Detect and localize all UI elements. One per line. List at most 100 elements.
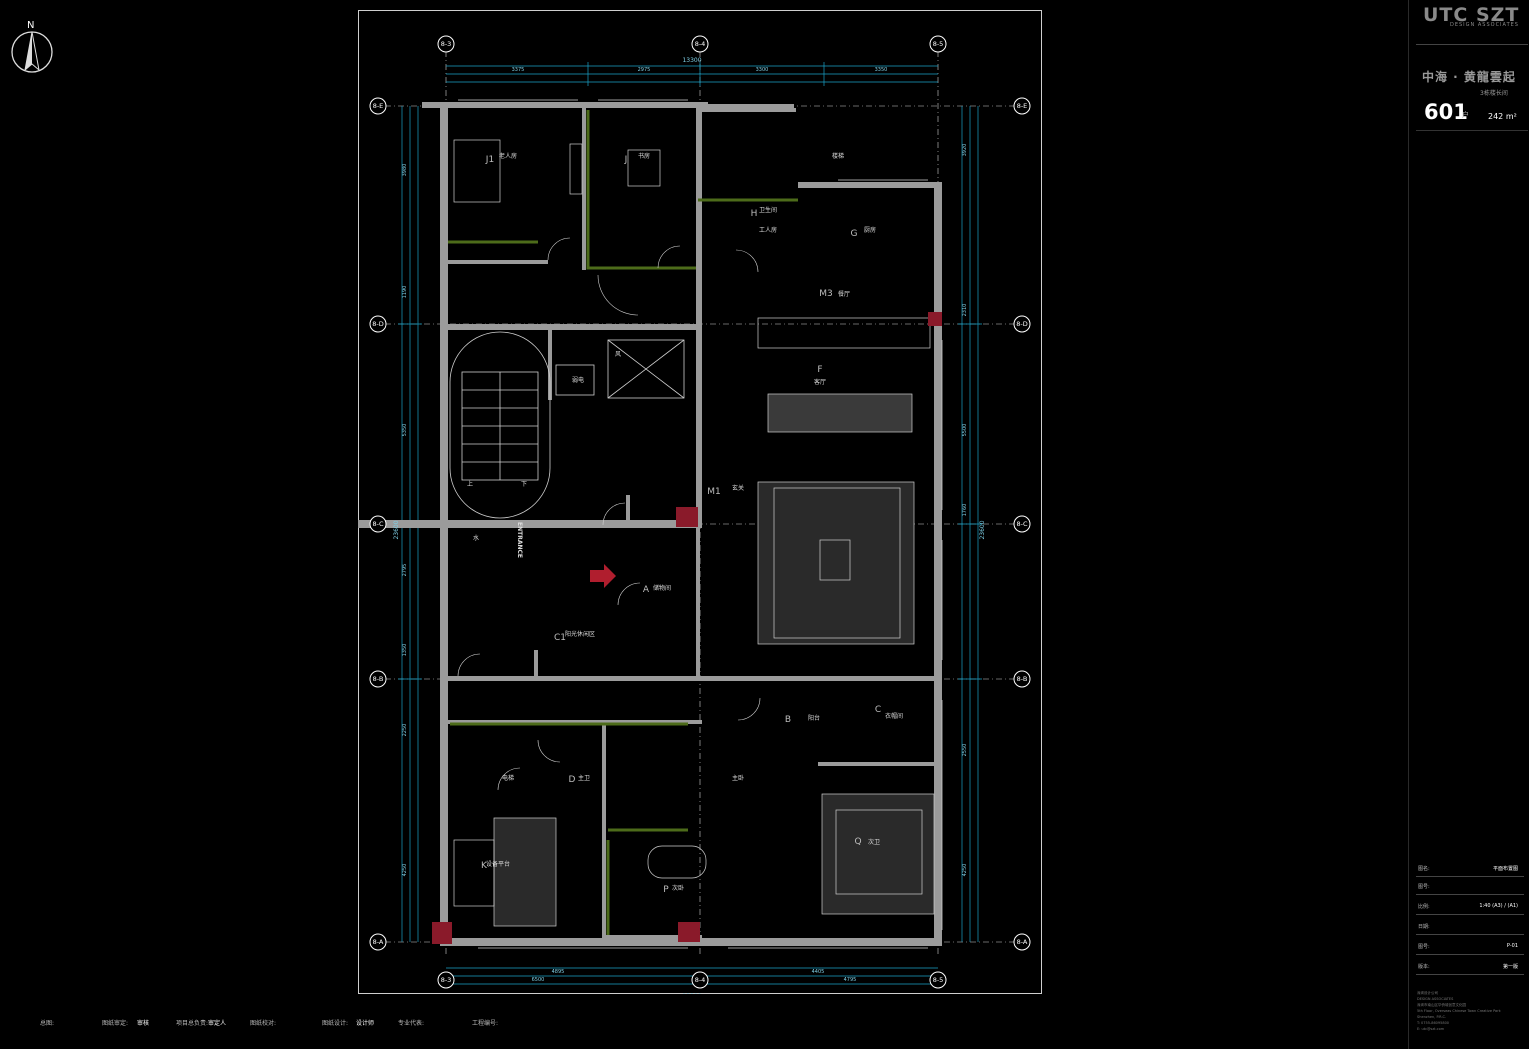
dimension-text: 2975 (638, 67, 651, 73)
project-subtitle: 3栋楼长间 (1480, 90, 1508, 97)
room-name: 风 (615, 351, 621, 358)
grid-bubble-label: 8-3 (441, 976, 452, 984)
dimension-text: 3375 (512, 67, 525, 73)
room-code: C1 (554, 633, 566, 643)
grid-bubble: 8-B (1013, 670, 1031, 688)
grid-bubble: 8-A (369, 933, 387, 951)
footer-label: 工程编号: (472, 1020, 499, 1027)
room-code: M1 (707, 487, 721, 497)
grid-bubble: 8-B (369, 670, 387, 688)
dimension-text: 2310 (962, 304, 968, 317)
title-block-divider (1408, 0, 1409, 1049)
room-code: F (817, 365, 822, 375)
grid-bubble: 8-5 (929, 35, 947, 53)
dimension-text: 4795 (844, 977, 857, 983)
dimension-text: 4250 (962, 864, 968, 877)
grid-bubble-label: 8-E (373, 102, 384, 110)
dimension-text: 3300 (756, 67, 769, 73)
unit-number: 601 (1424, 100, 1468, 124)
grid-bubble-label: 8-3 (441, 40, 452, 48)
dimension-text: 4895 (552, 969, 565, 975)
room-code: J (624, 155, 628, 165)
room-name: 主卧 (732, 774, 744, 782)
room-code: D (569, 775, 576, 785)
room-name: 阳台 (808, 714, 820, 722)
room-name: 弱电 (572, 376, 584, 384)
north-label: N (27, 20, 35, 31)
sheet-info-row: 比例:1:40 (A3) / (A1) (1416, 900, 1524, 915)
dimension-text: 6500 (532, 977, 545, 983)
north-arrow-icon (11, 31, 53, 73)
unit-area: 242 m² (1488, 112, 1517, 121)
room-code: J1 (485, 155, 494, 165)
brand-subtitle: DESIGN ASSOCIATES (1450, 22, 1519, 28)
grid-bubble-label: 8-E (1017, 102, 1028, 110)
sheet-info-row: 日期: (1416, 920, 1524, 935)
room-name: 书房 (638, 152, 650, 160)
dimension-text: 1190 (402, 286, 408, 299)
windows (458, 99, 943, 949)
furniture (453, 139, 935, 927)
room-name: 衣帽间 (885, 712, 903, 720)
unit-suffix: 户 (1462, 111, 1469, 119)
sheet-info-row: 版本:第一版 (1416, 960, 1524, 975)
room-code: A (643, 585, 650, 595)
footer-label: 项目总负责: (176, 1020, 209, 1027)
dimension-text: 4250 (402, 864, 408, 877)
dimension-text: 3920 (962, 144, 968, 157)
room-code: H (751, 209, 758, 219)
room-name: 主卫 (578, 774, 590, 782)
grid-bubble-label: 8-B (373, 675, 384, 683)
grid-bubble-label: 8-A (1017, 938, 1028, 946)
brand-logo: UTC SZT (1423, 4, 1520, 26)
project-title: 中海 · 黄龍雲起 (1422, 70, 1516, 84)
room-code: Q (854, 837, 861, 847)
grid-bubble-label: 8-C (1016, 520, 1027, 528)
footer-label: 图纸设计: (322, 1020, 349, 1027)
accent-red-blocks (432, 312, 942, 944)
room-name: 楼梯 (832, 152, 844, 160)
grid-bubble: 8-4 (691, 971, 709, 989)
room-code: B (785, 715, 791, 725)
dimension-text: 3350 (875, 67, 888, 73)
room-name: 阳光休闲区 (565, 630, 595, 638)
grid-bubble-label: 8-C (372, 520, 383, 528)
grid-bubble: 8-C (1013, 515, 1031, 533)
footer-value: 审核 (137, 1020, 150, 1027)
room-name: 客厅 (814, 378, 826, 386)
grid-bubble: 8-E (1013, 97, 1031, 115)
entrance-arrow (590, 564, 616, 588)
room-name: 厨房 (864, 226, 876, 234)
dimension-text-overall-height: 23600 (979, 520, 986, 539)
stair-core (449, 331, 685, 519)
room-code: P (663, 885, 669, 895)
grid-bubble-label: 8-B (1017, 675, 1028, 683)
footer-label: 图纸审定: (102, 1020, 129, 1027)
sheet-info-row: 图号: (1416, 880, 1524, 895)
dimension-text-overall-width: 13300 (682, 993, 701, 994)
grid-bubble-label: 8-D (1016, 320, 1028, 328)
stair-label: 上 (467, 480, 473, 488)
footer-label: 总图: (40, 1020, 55, 1027)
grid-bubble: 8-D (1013, 315, 1031, 333)
sheet-info-row: 图号:P-01 (1416, 940, 1524, 955)
grid-bubble: 8-5 (929, 971, 947, 989)
room-name: 水 (473, 534, 479, 542)
wall-finish-green (448, 110, 798, 935)
room-name: 老人房 (499, 152, 517, 160)
dimension-text-overall-height: 23600 (393, 520, 400, 539)
dimension-text: 1350 (402, 644, 408, 657)
room-name: 餐厅 (838, 290, 850, 298)
footer-label: 专业代表: (398, 1020, 425, 1027)
room-name: 卫生间 (759, 206, 777, 214)
room-name: 电梯 (502, 774, 514, 782)
room-name: 设备平台 (486, 860, 510, 868)
grid-bubble-label: 8-5 (933, 976, 944, 984)
grid-bubble-label: 8-4 (695, 976, 706, 984)
floor-plan[interactable]: 8-38-48-58-38-48-58-E8-D8-C8-B8-A8-E8-D8… (358, 10, 1042, 994)
grid-bubble: 8-3 (437, 35, 455, 53)
room-code: M3 (819, 289, 833, 299)
doors (457, 237, 761, 791)
